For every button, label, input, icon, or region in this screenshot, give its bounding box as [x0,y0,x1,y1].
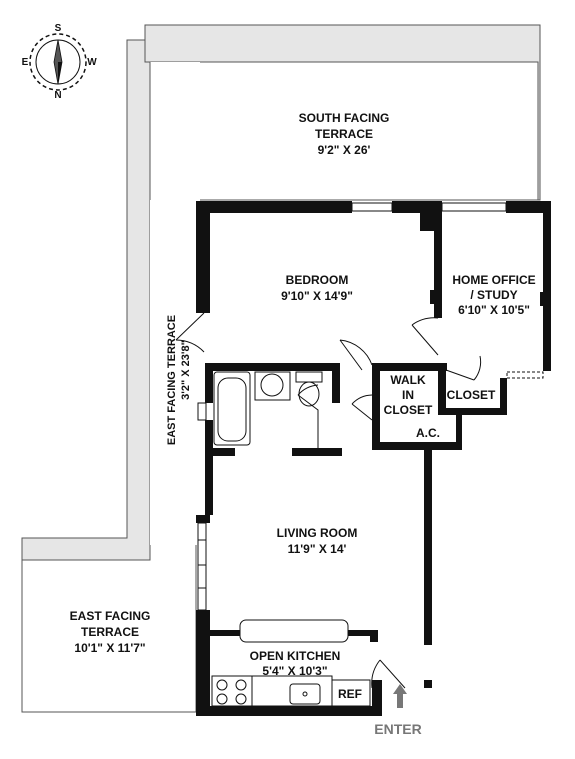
south-terrace-name-1: SOUTH FACING [299,111,390,125]
south-terrace-area [144,24,541,201]
bathtub [213,371,251,446]
east-terrace-side-name: EAST FACING TERRACE [166,315,178,445]
south-terrace-dims: 9'2" X 26' [318,143,371,157]
refrigerator [331,679,371,707]
walk-in-closet-line3: CLOSET [384,403,433,417]
east-terrace-corner-area [21,200,198,713]
living-room-dims: 11'9" X 14' [288,542,347,556]
compass-east-label: E [22,57,29,68]
closet-label: CLOSET [447,388,496,402]
home-office-dims: 6'10" X 10'5" [458,303,530,317]
compass-south-label: S [55,23,62,34]
kitchen-counter [251,675,333,707]
kitchen-name: OPEN KITCHEN [250,649,341,663]
east-terrace-corner-dims: 10'1" X 11'7" [74,641,145,655]
doors [175,312,482,689]
compass-icon: S N E W [22,23,98,101]
compass-north-label: N [54,90,61,101]
home-office-name-1: HOME OFFICE [452,273,535,287]
stove [211,675,253,707]
windows [197,202,544,611]
east-terrace-corner-name-2: TERRACE [81,625,139,639]
walk-in-closet-line1: WALK [390,373,426,387]
compass-west-label: W [87,57,97,68]
bedroom-dims: 9'10" X 14'9" [281,289,353,303]
kitchen-dims: 5'4" X 10'3" [262,664,327,678]
east-terrace-side-dims: 3'2" X 23'8" [180,340,192,400]
enter-label: ENTER [374,721,421,737]
living-room-name: LIVING ROOM [277,526,358,540]
bedroom-name: BEDROOM [286,273,349,287]
sink [254,371,291,401]
ref-label: REF [338,687,362,701]
home-office-name-2: / STUDY [470,288,517,302]
east-terrace-corner-name-1: EAST FACING [70,609,151,623]
toilet [295,371,323,407]
walk-in-closet-line2: IN [402,388,414,402]
south-terrace-name-2: TERRACE [315,127,373,141]
enter-arrow-icon [393,684,407,708]
ac-label: A.C. [416,426,440,440]
